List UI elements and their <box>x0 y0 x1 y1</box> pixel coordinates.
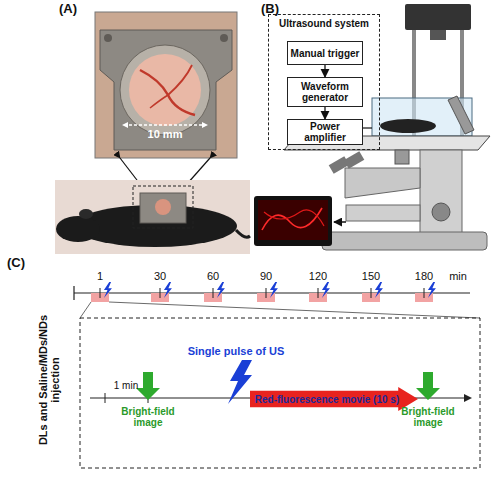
lightning-symbol <box>164 282 172 298</box>
movie-arrow: Red-fluorescence movie (10 s) <box>250 387 418 411</box>
tick <box>371 288 372 298</box>
zoom-line <box>80 302 91 318</box>
tick-label: 90 <box>251 270 281 282</box>
mouse-tail <box>236 230 250 237</box>
tick-label: 30 <box>145 270 175 282</box>
camera-port <box>346 205 420 221</box>
step-label: Bright-field image <box>113 406 183 428</box>
tick <box>318 288 319 298</box>
dimension-label: 10 mm <box>140 128 190 140</box>
camera <box>405 4 471 30</box>
lightning-symbol <box>428 282 436 298</box>
process-box: Manual trigger <box>287 41 363 65</box>
eyepiece <box>344 151 365 169</box>
signal-arrow <box>324 107 325 119</box>
lightning-symbol <box>217 282 225 298</box>
arrow-body <box>250 387 418 411</box>
transducer <box>448 96 474 134</box>
lightning-symbol <box>375 282 383 298</box>
tick <box>100 288 101 298</box>
panel-label: (B) <box>255 2 285 16</box>
process-box: Power amplifier <box>287 119 363 145</box>
fluorescence-signal <box>262 208 322 230</box>
blood-vessel <box>168 65 192 95</box>
image-arrow <box>416 372 440 400</box>
signal-arrow <box>324 65 325 77</box>
tick <box>266 288 267 298</box>
step-label: Bright-field image <box>393 406 463 428</box>
screw <box>104 34 112 42</box>
panel-label: (C) <box>1 256 31 270</box>
lightning-symbol <box>270 282 278 298</box>
tick-label: 150 <box>356 270 386 282</box>
focus-knob <box>432 203 450 221</box>
signal-wire <box>362 127 372 128</box>
fluorescence-signal <box>264 210 324 226</box>
objective <box>395 150 409 164</box>
dimension-line <box>124 124 206 125</box>
panel-label: (A) <box>53 2 83 16</box>
blood-vessel <box>150 95 168 108</box>
mouse-ear <box>79 209 93 219</box>
pulse-label: Single pulse of US <box>171 345 301 357</box>
timeline-start <box>73 286 74 300</box>
dimension-head <box>202 122 208 128</box>
window-frame <box>100 30 232 150</box>
injection-note: DLs and Saline/MDs/NDs injection <box>37 295 67 465</box>
detail-box <box>80 318 480 468</box>
tick-label: 60 <box>198 270 228 282</box>
node-text: Manual trigger <box>291 48 360 59</box>
monitor-screen <box>258 200 328 240</box>
microscope-base <box>322 232 487 250</box>
time-note: 1 min <box>101 380 151 391</box>
screw <box>220 34 228 42</box>
ultrasound-system-group: Ultrasound systemManual triggerWaveform … <box>268 14 380 150</box>
monitor <box>254 196 332 246</box>
tick-label: 1 <box>85 270 115 282</box>
dimension-head <box>122 122 128 128</box>
zoom-line <box>109 302 480 318</box>
mouse-photo <box>55 180 250 254</box>
pulse-lightning <box>228 360 252 404</box>
process-box: Waveform generator <box>287 77 363 107</box>
window-ring <box>120 45 210 135</box>
video-arrow <box>334 221 346 223</box>
group-heading: Ultrasound system <box>269 18 379 29</box>
node-text: Power amplifier <box>290 121 360 143</box>
lightning-symbol <box>104 282 112 298</box>
mouse-frame <box>140 193 186 223</box>
stage-mouse <box>380 119 436 133</box>
axis-head <box>464 394 472 402</box>
tissue-window <box>129 54 201 126</box>
tick <box>213 288 214 298</box>
microscope-body <box>420 150 462 240</box>
tick <box>105 393 106 403</box>
tick-label: 120 <box>303 270 333 282</box>
node-text: Red-fluorescence movie (10 s) <box>255 394 400 405</box>
camera-lens <box>430 30 446 40</box>
node-text: Waveform generator <box>290 81 360 103</box>
zoom-box <box>133 186 193 228</box>
axis-unit: min <box>443 270 473 282</box>
lightning-symbol <box>322 282 330 298</box>
tick <box>160 288 161 298</box>
mouse-window <box>155 199 171 215</box>
inset-photo <box>95 12 237 158</box>
eyepiece-tube <box>345 168 420 198</box>
tick <box>424 288 425 298</box>
blood-vessel <box>140 70 195 115</box>
tick-label: 180 <box>409 270 439 282</box>
image-arrow <box>136 372 160 400</box>
mouse-head <box>56 216 100 242</box>
